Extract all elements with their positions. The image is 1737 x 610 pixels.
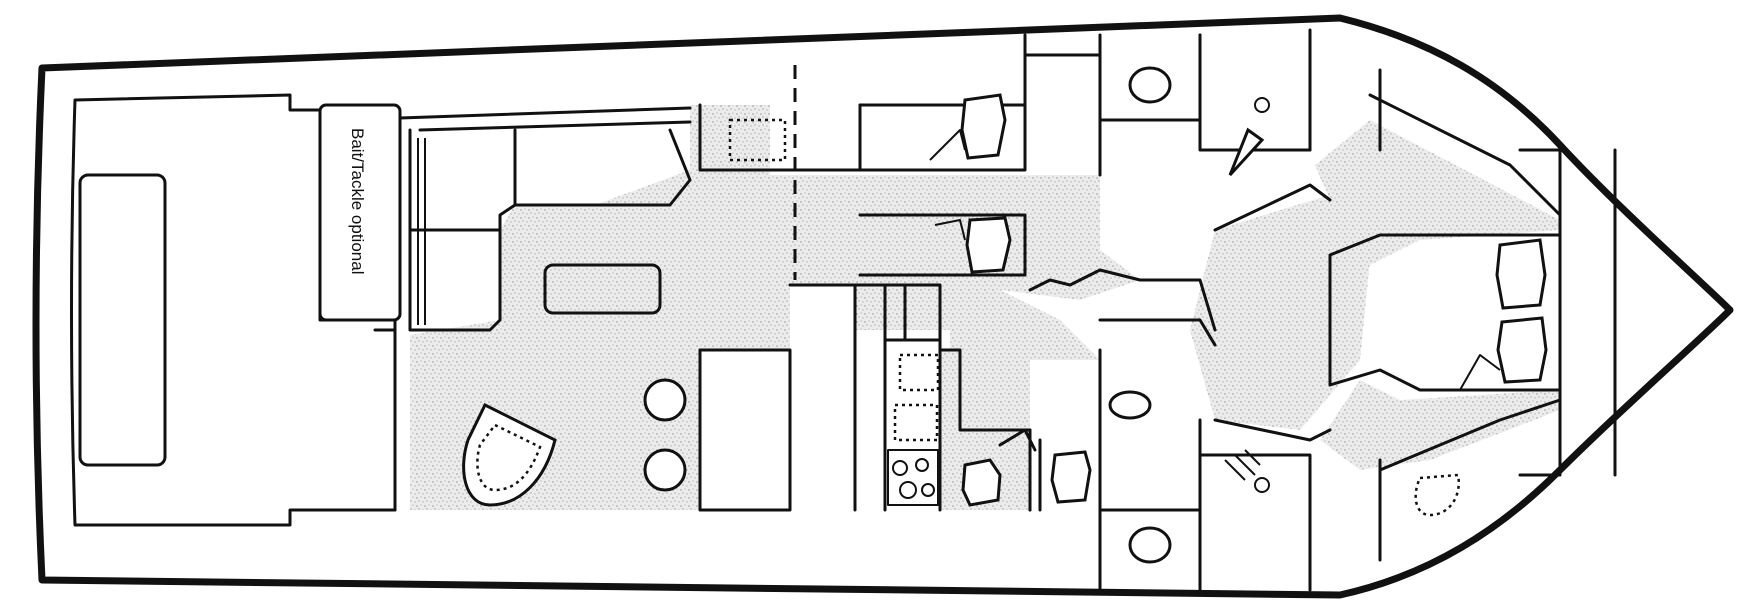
forward-stateroom (1328, 93, 1562, 517)
fwd-partition-upper (1213, 183, 1332, 232)
companion-upper (1023, 53, 1102, 177)
sink-2 (893, 403, 939, 442)
fwd-partition-lower (1213, 418, 1332, 442)
lower-washbasin (1128, 526, 1172, 564)
upper-shower-wall (1198, 33, 1312, 152)
heads (1098, 33, 1312, 582)
helm-chair-back (998, 428, 1037, 452)
helm-seat-1 (961, 458, 1002, 507)
vee-berth-upper (1368, 93, 1562, 217)
forward-cabin-floor (1315, 120, 1560, 270)
upper-shower-fixture (1228, 127, 1265, 177)
stool-1 (643, 378, 687, 422)
galley-counter (698, 348, 792, 512)
coffee-table (543, 263, 662, 315)
bait-tackle-box (318, 103, 402, 322)
upper-pillow (960, 93, 1007, 160)
lower-shower-spray (1224, 449, 1261, 481)
berth-pillow-1 (1495, 238, 1547, 310)
bait-tackle-label: Bait/Tackle optional (348, 128, 367, 274)
mid-berth-outline (858, 213, 1027, 277)
berth-bed (1328, 233, 1562, 392)
sink-1 (898, 353, 940, 392)
burner-1 (892, 460, 908, 476)
l-sofa-outer (398, 106, 692, 120)
floor-areas (410, 105, 1560, 510)
galley-shelf-lines (883, 283, 942, 342)
sofa-seat (408, 128, 692, 332)
lower-head-wall (1098, 348, 1202, 512)
upper-toilet (1128, 66, 1172, 104)
dinette-outline (698, 103, 862, 172)
forward-partitions (1213, 183, 1332, 442)
mid-pillow (965, 216, 1012, 274)
helm-station (938, 348, 1092, 512)
stool-2 (643, 448, 687, 492)
upper-shower-head (1254, 97, 1270, 113)
dinette (698, 65, 862, 280)
armchair (462, 402, 557, 507)
bar-stools (643, 378, 687, 492)
upper-blanket-fold (929, 129, 966, 161)
dinette-table (728, 118, 787, 162)
burner-4 (921, 483, 935, 497)
lower-toilet (1108, 390, 1152, 420)
companion-lower (1028, 268, 1217, 332)
fwd-locker (1518, 148, 1562, 477)
mid-blanket-fold (934, 219, 966, 241)
salon-seating (373, 106, 692, 512)
stair-line-1 (1098, 318, 1217, 347)
galley-block (788, 283, 857, 512)
galley (698, 283, 942, 512)
berth-blanket-fold (1459, 354, 1501, 391)
bulkheads (1023, 28, 1382, 592)
helm-partition (1028, 428, 1042, 512)
burner-3 (899, 481, 917, 499)
forward-cabin-floor-lower (1320, 380, 1560, 470)
forward-passage-floor (1190, 195, 1370, 430)
fish-box-hatch (78, 173, 167, 467)
berth-pillow-2 (1496, 316, 1548, 384)
side-cabinet (373, 328, 397, 512)
lower-shower-head (1254, 477, 1270, 493)
burner-2 (915, 458, 929, 472)
armchair-outline (462, 402, 557, 507)
armchair-cushion (476, 423, 542, 492)
helm-seat-2 (1050, 450, 1092, 504)
l-sofa-back (418, 120, 692, 132)
vee-berth-lower (1378, 398, 1562, 472)
cooktop (887, 449, 939, 506)
fwd-hatch (1414, 473, 1461, 517)
galley-appliance (853, 283, 942, 512)
bait-tackle-cabinet: Bait/Tackle optional (318, 103, 402, 322)
